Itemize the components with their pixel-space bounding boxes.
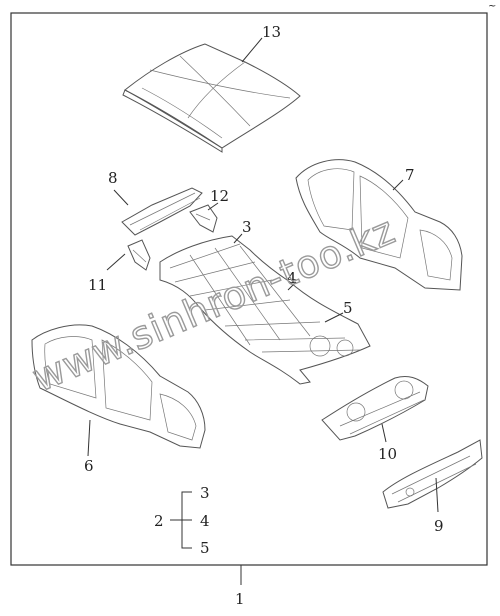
bracket-side — [127, 239, 151, 271]
left-body-side — [31, 324, 206, 449]
callout-12: 12 — [210, 187, 229, 205]
callout-8: 8 — [108, 169, 118, 187]
diagram-frame — [10, 12, 488, 566]
right-body-side — [295, 159, 463, 291]
callout-13: 13 — [262, 23, 281, 41]
rear-end-panel — [382, 439, 483, 509]
callout-2: 2 — [154, 512, 164, 530]
callout-6: 6 — [84, 457, 94, 475]
callout-3: 3 — [242, 218, 252, 236]
callout-3-group: 3 — [200, 484, 210, 502]
callout-1: 1 — [235, 590, 245, 608]
leader-lines — [87, 37, 439, 585]
callout-5-group: 5 — [200, 539, 210, 557]
callout-9: 9 — [434, 517, 444, 535]
corner-mark: ~ — [488, 1, 496, 12]
bracket-small — [189, 204, 218, 233]
roof-panel — [122, 43, 301, 153]
callout-11: 11 — [88, 276, 107, 294]
callout-4: 4 — [287, 269, 297, 287]
underbody-floor-assembly — [159, 235, 371, 385]
upper-crossmember — [121, 187, 203, 236]
callout-labels: 13 8 12 3 11 7 4 5 6 10 9 2 3 4 5 1 — [84, 23, 444, 608]
callout-5: 5 — [343, 299, 353, 317]
callout-10: 10 — [378, 445, 397, 463]
callout-7: 7 — [405, 166, 415, 184]
callout-4-group: 4 — [200, 512, 210, 530]
rear-shelf-panel — [321, 375, 429, 441]
